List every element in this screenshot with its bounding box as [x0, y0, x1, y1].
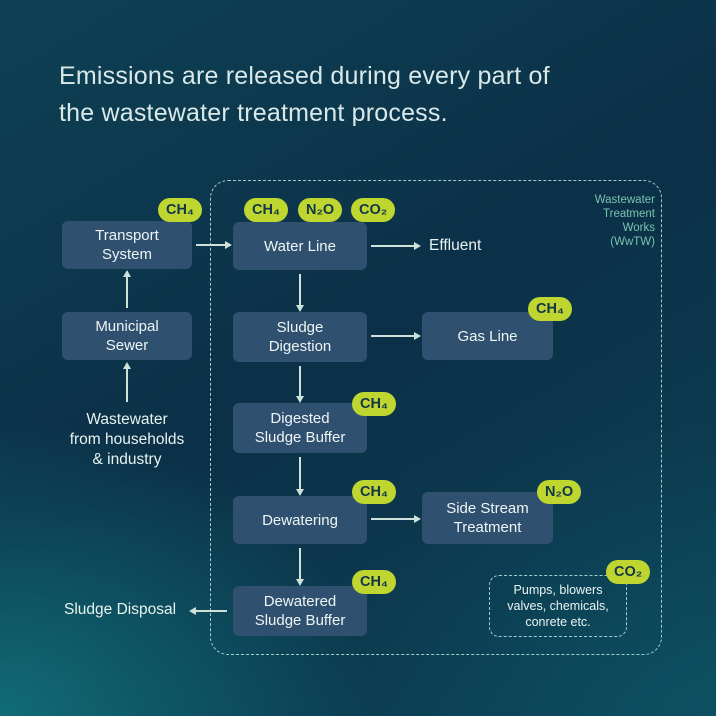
wwtw-label: Wastewater Treatment Works (WwTW)	[594, 194, 655, 248]
badge-ch4-gas-line: CH₄	[528, 297, 572, 321]
arrow-waterline-to-digestion	[299, 274, 301, 306]
page-title: Emissions are released during every part…	[59, 62, 550, 127]
badge-n2o-side-stream: N₂O	[537, 480, 582, 504]
effluent-label: Effluent	[429, 237, 482, 254]
badge-ch4-dewatering: CH₄	[352, 480, 396, 504]
arrow-dewatering-to-dewatered-buffer	[299, 548, 301, 580]
sludge-disposal-label: Sludge Disposal	[64, 601, 177, 618]
badge-ch4-water-line: CH₄	[244, 198, 288, 222]
node-municipal-sewer: Municipal Sewer	[62, 312, 192, 360]
arrow-wastewater-to-municipal	[126, 368, 128, 402]
node-transport-system: Transport System	[62, 221, 192, 269]
wwtw-boundary	[210, 180, 662, 655]
arrow-dewatered-to-disposal	[195, 610, 227, 612]
node-dewatering: Dewatering	[233, 496, 367, 544]
arrow-digestion-to-gasline	[371, 335, 415, 337]
node-sludge-digestion: Sludge Digestion	[233, 312, 367, 362]
arrow-digested-to-dewatering	[299, 457, 301, 490]
wastewater-source-label: Wastewater from households & industry	[69, 411, 185, 468]
arrow-digestion-to-digested-buffer	[299, 366, 301, 397]
badge-ch4-digested-buffer: CH₄	[352, 392, 396, 416]
equipment-note: Pumps, blowers valves, chemicals, conret…	[489, 575, 627, 637]
arrow-transport-to-waterline	[196, 244, 226, 246]
arrow-dewatering-to-sidestream	[371, 518, 415, 520]
node-water-line: Water Line	[233, 222, 367, 270]
badge-n2o-water-line: N₂O	[298, 198, 343, 222]
node-side-stream-treatment: Side Stream Treatment	[422, 492, 553, 544]
node-digested-sludge-buffer: Digested Sludge Buffer	[233, 403, 367, 453]
badge-co2-equipment: CO₂	[606, 560, 651, 584]
node-gas-line: Gas Line	[422, 312, 553, 360]
node-dewatered-sludge-buffer: Dewatered Sludge Buffer	[233, 586, 367, 636]
badge-co2-water-line: CO₂	[351, 198, 396, 222]
arrow-waterline-to-effluent	[371, 245, 415, 247]
arrow-municipal-to-transport	[126, 276, 128, 308]
badge-ch4-dewatered-buffer: CH₄	[352, 570, 396, 594]
badge-ch4-transport: CH₄	[158, 198, 202, 222]
